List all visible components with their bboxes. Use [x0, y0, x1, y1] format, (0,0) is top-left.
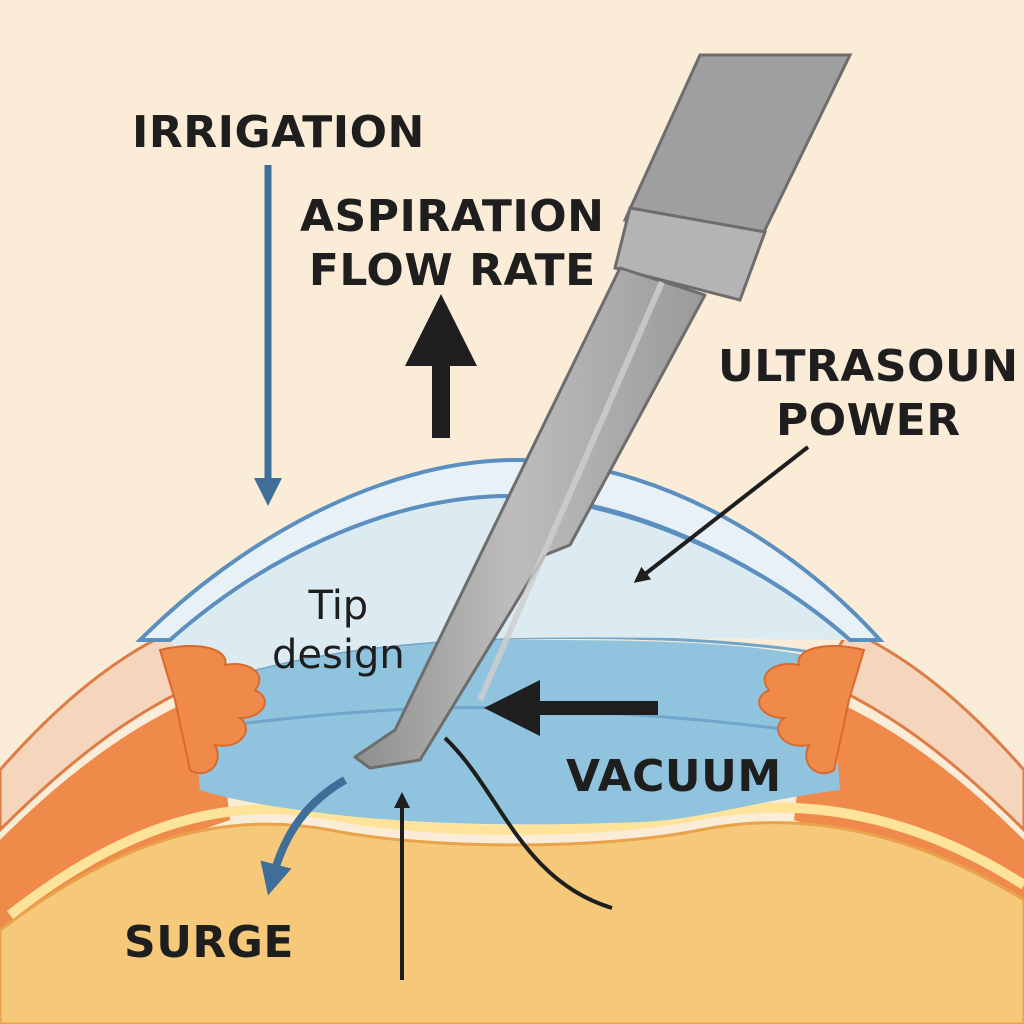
ultrasound-power-label: ULTRASOUN POWER: [718, 340, 1019, 447]
ultrasound-line-1: ULTRASOUN: [718, 341, 1019, 392]
cornea-inner-line: [169, 494, 851, 642]
aspiration-line-1: ASPIRATION: [300, 191, 605, 242]
lens-body: [0, 821, 1024, 1024]
vacuum-label: VACUUM: [566, 751, 782, 802]
iris-left: [158, 644, 266, 775]
phaco-handpiece-icon: [353, 53, 853, 770]
surge-label: SURGE: [124, 917, 294, 968]
aspiration-line-2: FLOW RATE: [308, 244, 596, 296]
flow-curve: [443, 736, 613, 910]
iris-right: [758, 644, 866, 775]
tip-line-2: design: [272, 631, 405, 678]
aspiration-flow-rate-label: ASPIRATION FLOW RATE: [300, 190, 605, 297]
tip-design-label: Tip design: [272, 582, 405, 680]
surge-arrow: [260, 776, 347, 896]
ultrasound-arrow: [633, 445, 810, 583]
irrigation-label: IRRIGATION: [132, 107, 425, 158]
tip-line-1: Tip: [308, 583, 369, 629]
ultrasound-line-2: POWER: [775, 394, 961, 446]
